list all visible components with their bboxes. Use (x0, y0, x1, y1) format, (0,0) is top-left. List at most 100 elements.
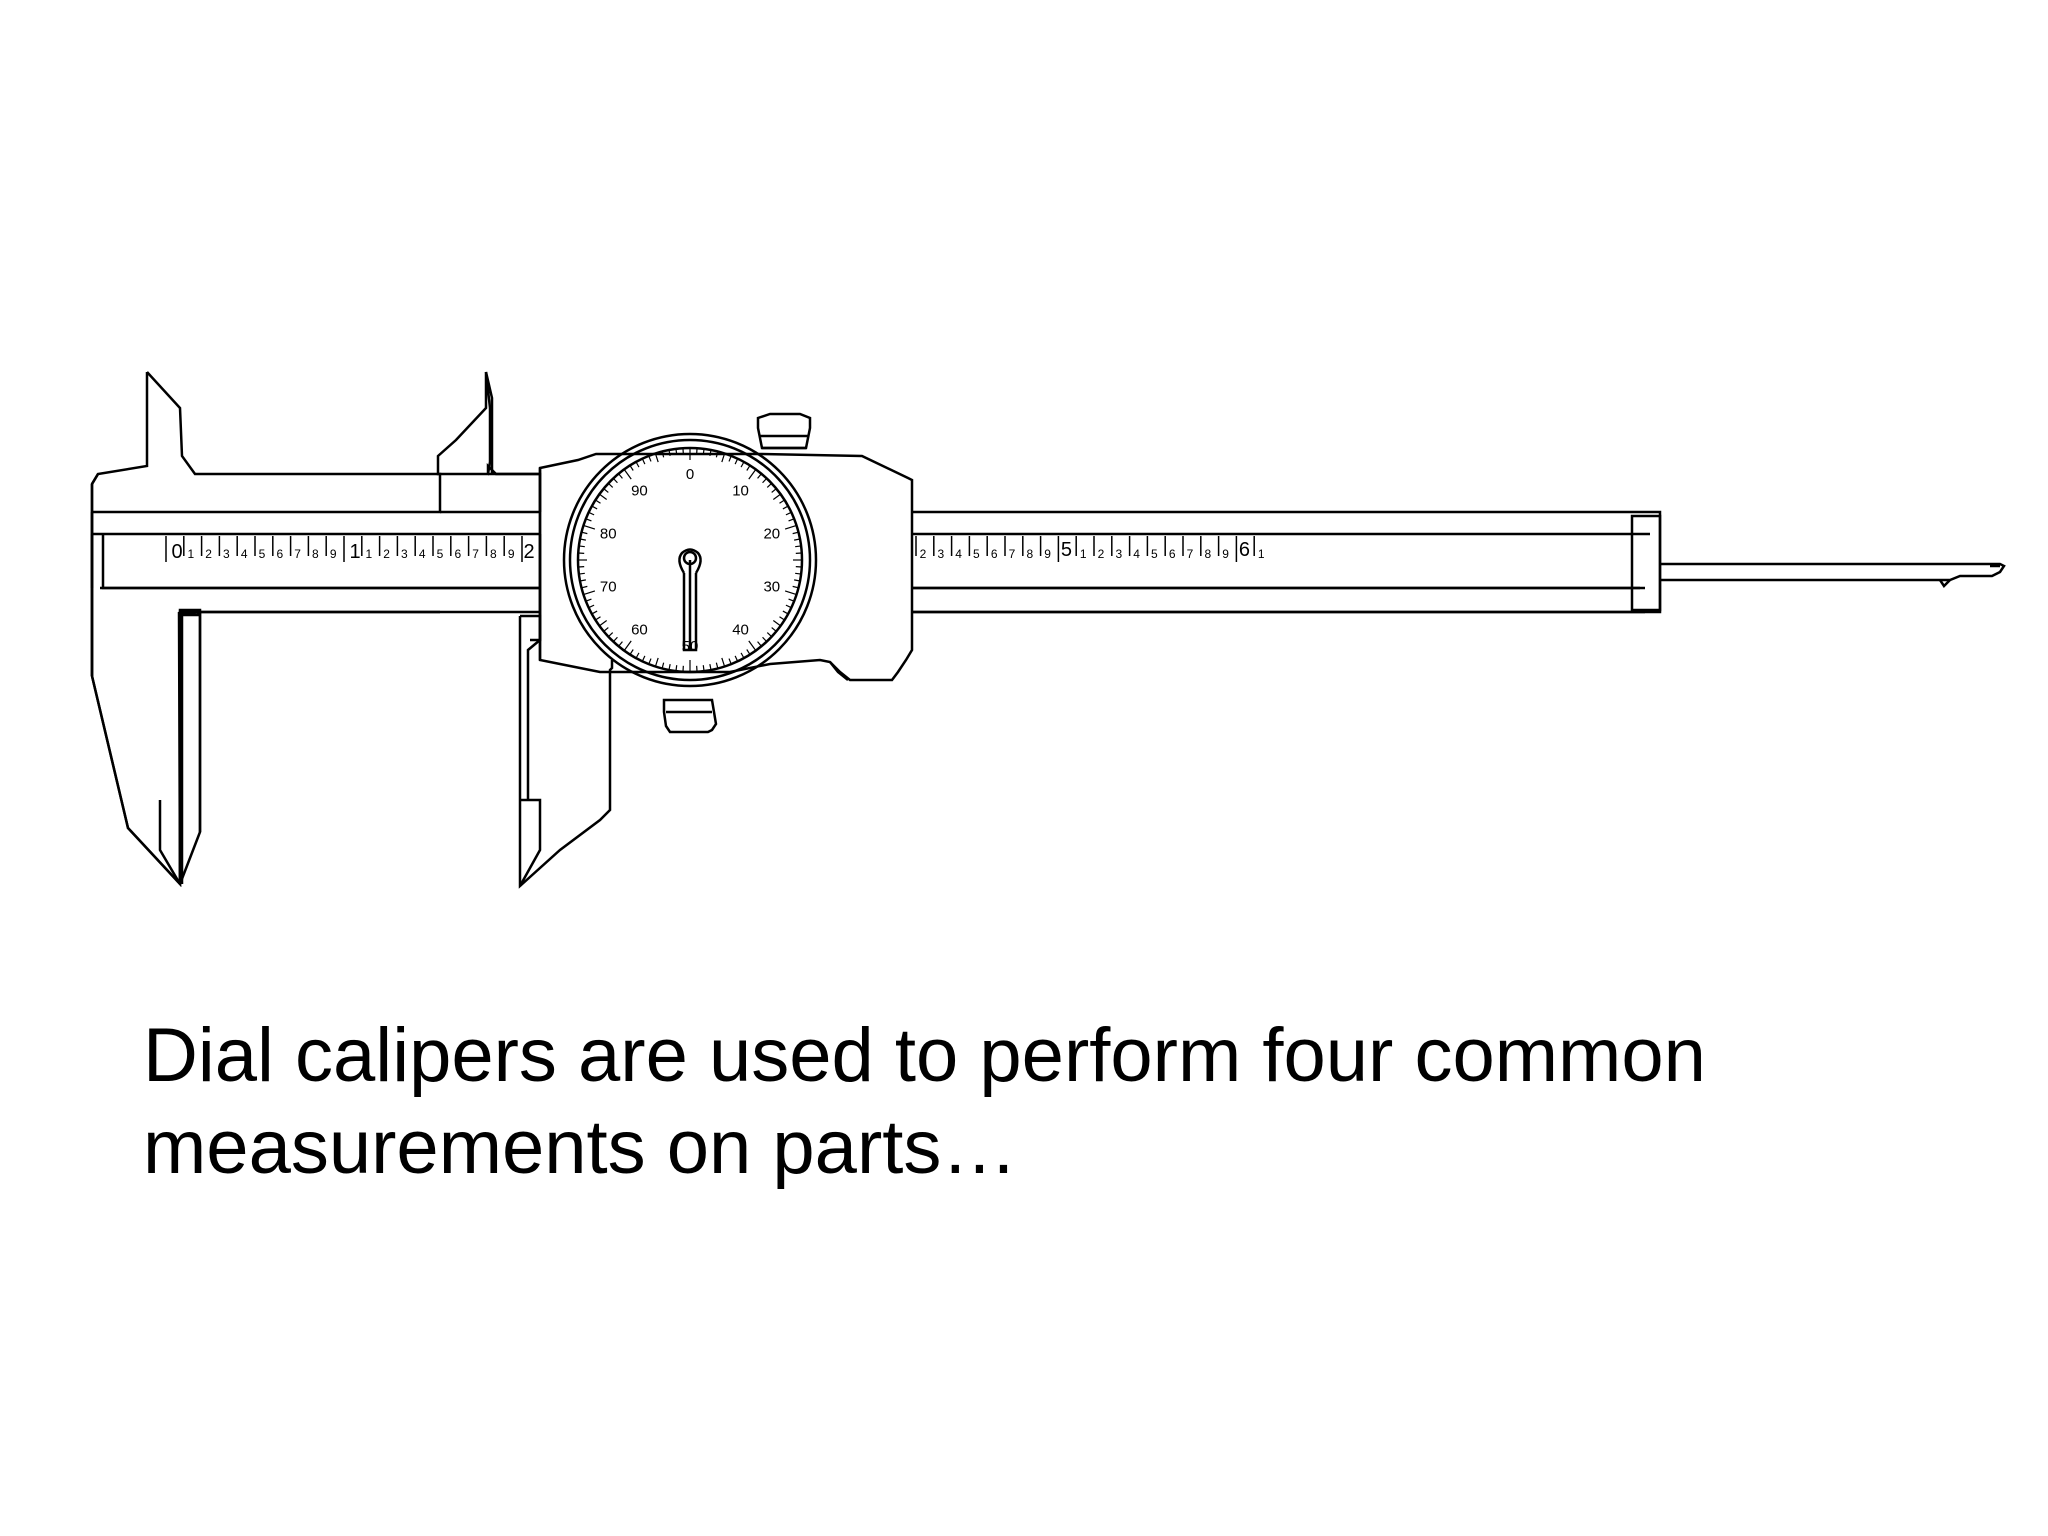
dial-tick (740, 652, 745, 659)
dial-tick (629, 465, 634, 471)
dial-tick (591, 505, 598, 510)
scale-number: 3 (223, 547, 230, 561)
top-thumb-wheel[interactable] (756, 412, 812, 450)
scale-number: 4 (1133, 547, 1140, 561)
dial-tick (588, 604, 595, 609)
dial-tick (779, 499, 785, 504)
dial-tick (675, 448, 678, 455)
scale-number: 8 (490, 547, 497, 561)
dial-tick (661, 451, 665, 458)
scale-number: 6 (1239, 539, 1250, 561)
dial-tick (762, 477, 768, 484)
dial-tick (599, 493, 608, 500)
scale-number: 8 (312, 547, 319, 561)
dial-tick (715, 451, 719, 458)
scale-number: 1 (1080, 547, 1087, 561)
dial-bezel (562, 432, 818, 688)
depth-rod (1660, 562, 2006, 582)
scale-number: 4 (241, 547, 248, 561)
scale-number: 1 (349, 541, 360, 563)
dial-tick (746, 465, 751, 471)
scale-number: 5 (1151, 547, 1158, 561)
dial-tick (721, 657, 726, 667)
dial-tick (728, 455, 732, 462)
dial-tick (788, 598, 795, 602)
dial-tick (766, 632, 773, 638)
dial-tick (788, 518, 795, 522)
dial-tick (607, 632, 614, 638)
scale-number: 8 (1204, 547, 1211, 561)
dial-label: 40 (732, 622, 749, 639)
dial-tick (599, 620, 608, 627)
scale-number: 9 (1222, 547, 1229, 561)
dial-tick (779, 616, 785, 621)
scale-number: 1 (1258, 547, 1265, 561)
slider-body (538, 452, 914, 682)
bottom-lock-screw[interactable] (662, 698, 718, 734)
scale-number: 3 (401, 547, 408, 561)
dial-tick (728, 658, 732, 665)
dial-tick (648, 658, 652, 665)
dial-tick (772, 620, 781, 627)
scale-number: 2 (523, 541, 534, 563)
dial-tick (654, 453, 659, 463)
dial-tick (668, 664, 671, 671)
scale-number: 2 (383, 547, 390, 561)
dial-tick (578, 545, 585, 548)
dial-tick (635, 652, 640, 659)
scale-number: 4 (955, 547, 962, 561)
dial-tick (675, 665, 678, 672)
dial-label: 70 (600, 579, 617, 596)
dial-tick (785, 604, 792, 609)
dial-tick (595, 499, 601, 504)
dial-label: 80 (600, 525, 617, 542)
dial-tick (585, 598, 592, 602)
dial-tick (771, 488, 777, 493)
dial-tick (607, 482, 614, 488)
scale-number: 4 (419, 547, 426, 561)
scale-number: 5 (437, 547, 444, 561)
scale-number: 0 (171, 541, 182, 563)
dial-tick (612, 477, 618, 484)
scale-number: 1 (187, 547, 194, 561)
dial-tick (709, 664, 712, 671)
fixed-jaw (90, 372, 202, 888)
scale-number: 2 (920, 547, 927, 561)
dial-tick (641, 458, 646, 465)
scale-number: 6 (1169, 547, 1176, 561)
scale-number: 7 (1009, 547, 1016, 561)
dial-tick (583, 524, 596, 530)
dial-tick (603, 627, 609, 632)
dial-tick (748, 469, 757, 480)
scale-number: 3 (1115, 547, 1122, 561)
dial-tick (746, 649, 751, 655)
dial-tick (766, 482, 773, 488)
dial-tick (757, 473, 762, 479)
dial-tick (668, 449, 671, 456)
movable-jaw (436, 371, 492, 476)
dial-tick (585, 518, 592, 522)
fixed-jaw-body (92, 371, 442, 618)
dial-tick (581, 585, 588, 589)
dial-tick (618, 473, 623, 479)
dial-tick (784, 524, 797, 530)
dial-tick (579, 579, 586, 582)
dial-tick (702, 448, 705, 455)
scale-number: 7 (1187, 547, 1194, 561)
dial-tick (734, 655, 739, 662)
scale-number: 2 (205, 547, 212, 561)
dial-tick (635, 461, 640, 468)
dial-tick (795, 545, 802, 548)
dial-tick (588, 511, 595, 516)
dial-tick (612, 636, 618, 643)
scale-number: 5 (973, 547, 980, 561)
dial-tick (721, 453, 726, 463)
scale-number: 5 (1061, 539, 1072, 561)
dial-tick (782, 610, 789, 615)
scale-number: 3 (937, 547, 944, 561)
caption-line-2: measurements on parts… (143, 1105, 1018, 1190)
dial-tick (794, 538, 801, 541)
scale-strip (101, 534, 1640, 590)
